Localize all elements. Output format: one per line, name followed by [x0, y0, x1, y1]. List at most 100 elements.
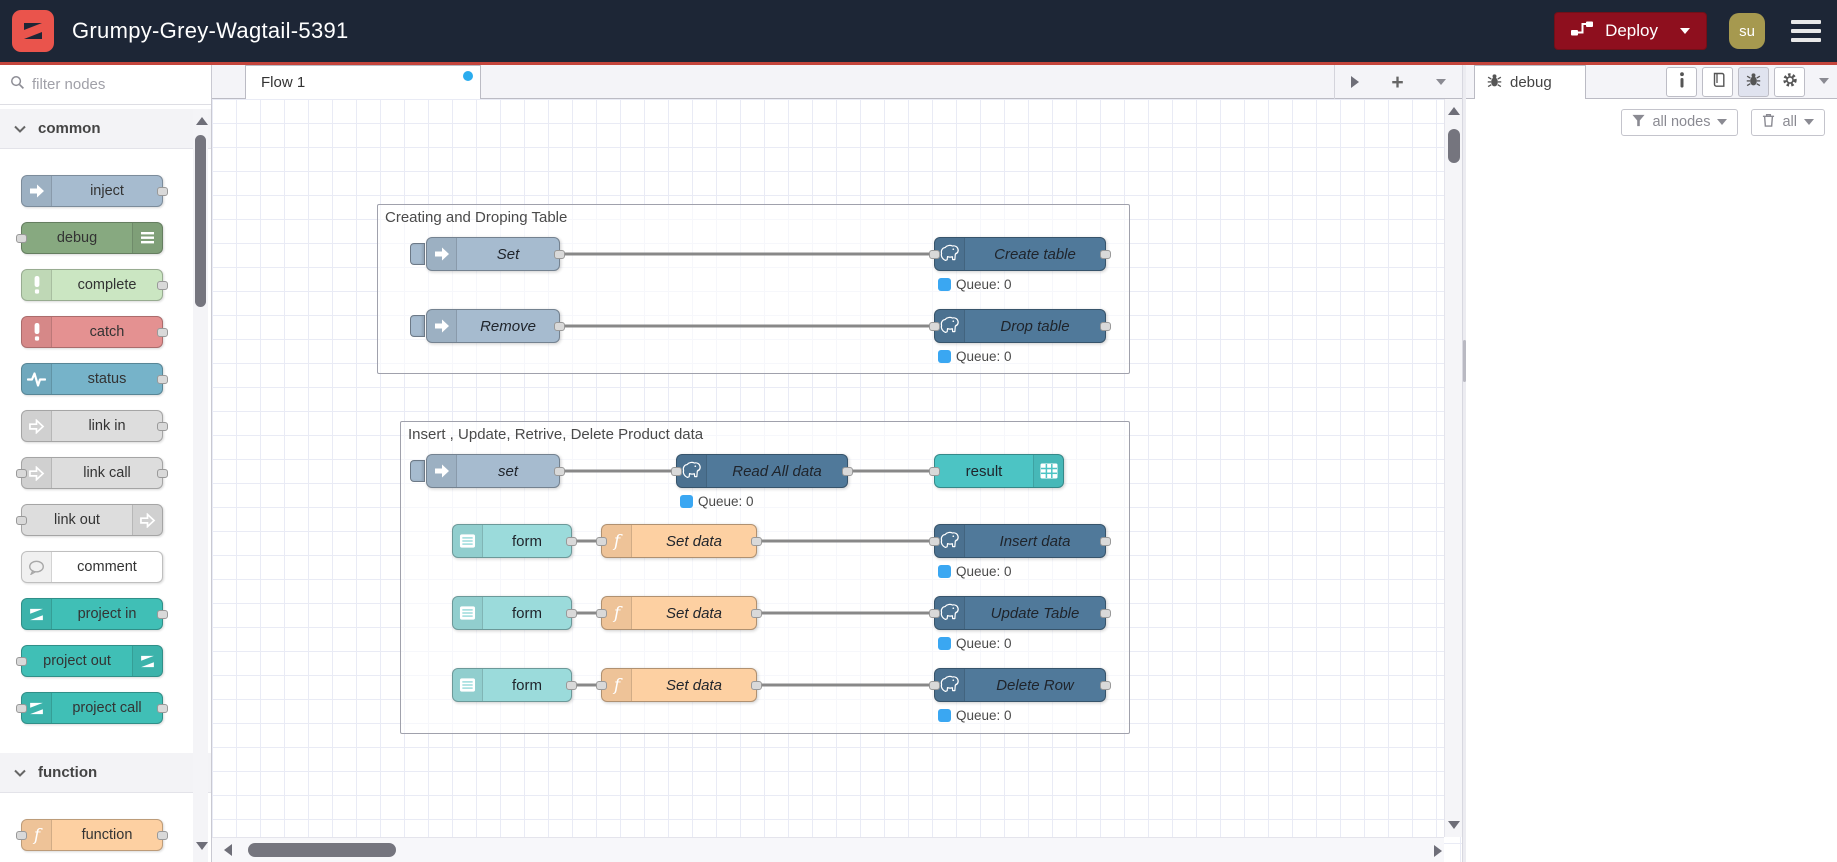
- tab-flow-1[interactable]: Flow 1: [245, 65, 481, 99]
- palette-scrollbar[interactable]: [193, 109, 208, 862]
- palette-scrollbar-thumb[interactable]: [195, 135, 206, 307]
- inject-button[interactable]: [410, 315, 425, 337]
- input-port[interactable]: [16, 704, 27, 713]
- output-port[interactable]: [566, 609, 577, 618]
- output-port[interactable]: [1100, 322, 1111, 331]
- output-port[interactable]: [1100, 537, 1111, 546]
- inject-node-set[interactable]: set: [410, 454, 565, 488]
- palette-category-common[interactable]: common: [0, 109, 211, 149]
- flow-group[interactable]: Creating and Droping Table: [377, 204, 1130, 374]
- input-port[interactable]: [929, 609, 940, 618]
- palette-node-link-in[interactable]: link in: [21, 410, 168, 442]
- output-port[interactable]: [554, 322, 565, 331]
- input-port[interactable]: [929, 681, 940, 690]
- canvas-vscroll-thumb[interactable]: [1448, 129, 1460, 163]
- form-node-form[interactable]: form: [452, 668, 577, 702]
- output-port[interactable]: [157, 187, 168, 196]
- canvas-scroll-right-icon[interactable]: [1434, 845, 1442, 857]
- user-avatar[interactable]: su: [1729, 13, 1765, 49]
- canvas-scroll-up-icon[interactable]: [1448, 107, 1460, 115]
- output-port[interactable]: [1100, 609, 1111, 618]
- tab-scroll-right-icon[interactable]: [1351, 76, 1360, 88]
- palette-node-complete[interactable]: complete: [21, 269, 168, 301]
- input-port[interactable]: [671, 467, 682, 476]
- palette-scroll-down-icon[interactable]: [196, 842, 208, 850]
- output-port[interactable]: [157, 375, 168, 384]
- table-node-result[interactable]: result: [929, 454, 1064, 488]
- debug-clear-button[interactable]: all: [1751, 108, 1825, 136]
- form-node-form[interactable]: form: [452, 596, 577, 630]
- postgres-node-Create-table[interactable]: Create table: [929, 237, 1111, 271]
- canvas-horizontal-scrollbar[interactable]: [212, 837, 1444, 862]
- input-port[interactable]: [929, 467, 940, 476]
- palette-node-catch[interactable]: catch: [21, 316, 168, 348]
- input-port[interactable]: [596, 609, 607, 618]
- filter-nodes-input[interactable]: [32, 76, 182, 93]
- info-tab-button[interactable]: [1666, 67, 1697, 97]
- canvas-vertical-scrollbar[interactable]: [1444, 99, 1462, 837]
- deploy-button[interactable]: Deploy: [1554, 12, 1707, 50]
- deploy-options-caret-icon[interactable]: [1680, 28, 1690, 34]
- form-node-form[interactable]: form: [452, 524, 577, 558]
- input-port[interactable]: [929, 250, 940, 259]
- palette-node-comment[interactable]: comment: [21, 551, 163, 583]
- output-port[interactable]: [751, 537, 762, 546]
- input-port[interactable]: [929, 537, 940, 546]
- sidebar-resize-grip[interactable]: [1463, 340, 1466, 382]
- output-port[interactable]: [751, 681, 762, 690]
- main-menu-button[interactable]: [1787, 16, 1825, 46]
- output-port[interactable]: [842, 467, 853, 476]
- palette-node-inject[interactable]: inject: [21, 175, 168, 207]
- inject-button[interactable]: [410, 460, 425, 482]
- debug-filter-button[interactable]: all nodes: [1621, 108, 1739, 136]
- postgres-node-Read-All-data[interactable]: Read All data: [671, 454, 853, 488]
- inject-button[interactable]: [410, 243, 425, 265]
- wires-layer[interactable]: [212, 99, 1444, 837]
- postgres-node-Drop-table[interactable]: Drop table: [929, 309, 1111, 343]
- postgres-node-Delete-Row[interactable]: Delete Row: [929, 668, 1111, 702]
- output-port[interactable]: [1100, 681, 1111, 690]
- add-flow-button[interactable]: +: [1391, 70, 1404, 94]
- palette-node-project-call[interactable]: project call: [16, 692, 168, 724]
- flow-list-caret-icon[interactable]: [1435, 79, 1446, 85]
- canvas-hscroll-thumb[interactable]: [248, 843, 396, 857]
- output-port[interactable]: [554, 250, 565, 259]
- help-tab-button[interactable]: [1702, 67, 1733, 97]
- output-port[interactable]: [751, 609, 762, 618]
- output-port[interactable]: [157, 469, 168, 478]
- postgres-node-Update-Table[interactable]: Update Table: [929, 596, 1111, 630]
- output-port[interactable]: [157, 831, 168, 840]
- inject-node-Remove[interactable]: Remove: [410, 309, 565, 343]
- palette-node-debug[interactable]: debug: [16, 222, 163, 254]
- input-port[interactable]: [16, 469, 27, 478]
- palette-scroll-up-icon[interactable]: [196, 117, 208, 125]
- palette-node-link-out[interactable]: link out: [16, 504, 163, 536]
- output-port[interactable]: [157, 704, 168, 713]
- canvas-scroll-left-icon[interactable]: [224, 844, 232, 856]
- sidebar-tab-list-caret-icon[interactable]: [1819, 78, 1829, 84]
- input-port[interactable]: [596, 537, 607, 546]
- palette-node-project-in[interactable]: project in: [21, 598, 168, 630]
- input-port[interactable]: [16, 516, 27, 525]
- tab-debug[interactable]: debug: [1474, 65, 1586, 99]
- debug-tab-button[interactable]: [1738, 67, 1769, 97]
- input-port[interactable]: [16, 831, 27, 840]
- config-tab-button[interactable]: [1774, 67, 1805, 97]
- output-port[interactable]: [554, 467, 565, 476]
- output-port[interactable]: [566, 537, 577, 546]
- output-port[interactable]: [1100, 250, 1111, 259]
- palette-node-status[interactable]: status: [21, 363, 168, 395]
- output-port[interactable]: [566, 681, 577, 690]
- inject-node-Set[interactable]: Set: [410, 237, 565, 271]
- input-port[interactable]: [929, 322, 940, 331]
- palette-node-project-out[interactable]: project out: [16, 645, 163, 677]
- palette-node-link-call[interactable]: link call: [16, 457, 168, 489]
- sidebar-resize-handle[interactable]: [1462, 65, 1466, 862]
- input-port[interactable]: [596, 681, 607, 690]
- output-port[interactable]: [157, 610, 168, 619]
